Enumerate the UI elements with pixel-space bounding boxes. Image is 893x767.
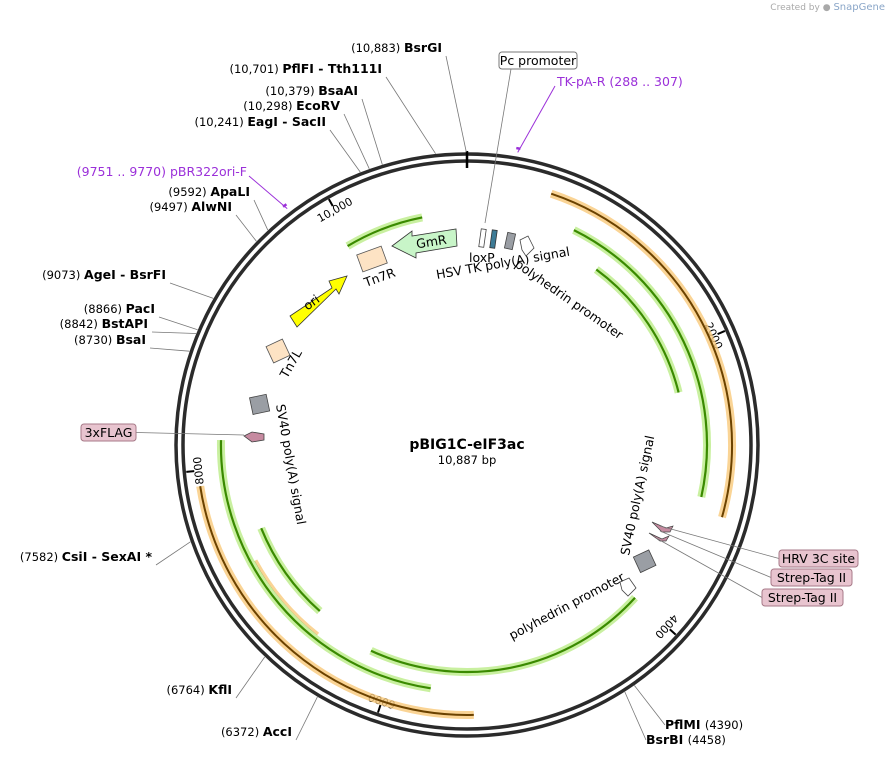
site-label[interactable]: (8866) PacI xyxy=(84,301,155,316)
orf-arc-left[interactable] xyxy=(199,486,474,716)
site-connector-line xyxy=(158,316,198,331)
sv40-right-feature[interactable]: SV40 poly(A) signal xyxy=(617,434,657,574)
polyhedrin-bottom-feature[interactable]: polyhedrin promoter xyxy=(506,569,637,643)
green-arc-right-small[interactable] xyxy=(595,268,680,393)
snapgene-logo-icon: ● xyxy=(822,3,831,13)
site-label[interactable]: (6372) AccI xyxy=(221,724,292,739)
feature-label-text: 3xFLAG xyxy=(85,425,133,440)
feature-label-text: Pc promoter xyxy=(500,53,577,68)
sv40-right-label: SV40 poly(A) signal xyxy=(617,434,657,557)
green-arc-left-large[interactable] xyxy=(219,440,431,690)
site-connector-line xyxy=(151,331,197,334)
feature-label-box[interactable] xyxy=(498,51,578,70)
tick-mark xyxy=(717,329,726,336)
site-label[interactable]: (8842) BstAPI xyxy=(60,316,148,331)
site-connector-line xyxy=(149,347,190,352)
site-connector-line xyxy=(385,76,436,154)
tick-mark xyxy=(377,704,382,713)
site-label[interactable]: (9592) ApaLI xyxy=(168,184,250,199)
primer-labels: TK-pA-R (288 .. 307) (9751 .. 9770) pBR32… xyxy=(77,74,683,208)
snapgene-watermark: Created by ● SnapGene xyxy=(770,2,885,13)
primer-mark xyxy=(516,146,521,151)
polyhedrin-bottom-label: polyhedrin promoter xyxy=(506,569,627,643)
watermark-prefix: Created by xyxy=(770,3,820,13)
site-label[interactable]: (6764) KflI xyxy=(166,682,232,697)
site-label[interactable]: (10,298) EcoRV xyxy=(243,98,340,113)
primer-label[interactable]: TK-pA-R (288 .. 307) xyxy=(556,74,683,89)
site-connector-line xyxy=(343,113,370,169)
tn7r-feature[interactable]: Tn7R xyxy=(356,245,398,290)
loxp-feature[interactable]: loxP xyxy=(469,228,495,265)
feature-label-box[interactable] xyxy=(761,588,844,607)
sv40-left-label: SV40 poly(A) signal xyxy=(273,403,309,526)
primer-connector xyxy=(248,175,288,209)
tick-label: 8000 xyxy=(191,456,207,485)
watermark-brand: SnapGene xyxy=(833,2,885,13)
gmr-label: GmR xyxy=(415,232,448,252)
site-connector-line xyxy=(169,282,214,299)
feature-label-text: Strep-Tag II xyxy=(768,590,837,605)
primer-mark xyxy=(282,203,288,208)
site-label[interactable]: (8730) BsaI xyxy=(74,332,146,347)
loxp-label: loxP xyxy=(469,250,495,265)
feature-connector xyxy=(659,525,780,559)
feature-connector xyxy=(659,530,772,578)
site-connector-line xyxy=(155,541,191,566)
site-connector-line xyxy=(634,685,666,726)
green-arc-left-small[interactable] xyxy=(260,527,321,612)
site-label[interactable]: (9073) AgeI - BsrFI xyxy=(42,267,166,282)
site-label[interactable]: (9497) AlwNI xyxy=(149,199,232,214)
green-arrow-arcs xyxy=(216,213,712,693)
plasmid-name: pBIG1C-eIF3ac xyxy=(409,437,524,453)
feature-connector xyxy=(655,537,763,598)
primer-label[interactable]: (9751 .. 9770) pBR322ori-F xyxy=(77,164,247,179)
feature-label-text: Strep-Tag II xyxy=(777,570,846,585)
feature-label-box[interactable] xyxy=(770,568,853,587)
green-arc-bottom[interactable] xyxy=(370,596,636,674)
feature-label-text: HRV 3C site xyxy=(782,551,855,566)
site-label[interactable]: (10,883) BsrGI xyxy=(351,40,442,55)
site-label[interactable]: (7582) CsiI - SexAI * xyxy=(20,549,153,564)
site-connector-line xyxy=(235,656,266,699)
tick-mark xyxy=(327,198,334,207)
sv40-left-feature[interactable]: SV40 poly(A) signal xyxy=(249,393,310,526)
tn7l-feature[interactable]: Tn7L xyxy=(265,338,305,381)
primer-connector xyxy=(517,85,556,153)
polyhedrin-top-label: polyhedrin promoter xyxy=(512,256,627,342)
restriction-sites-right: PflMI (4390)BsrBI (4458) xyxy=(646,717,743,747)
site-connector-line xyxy=(445,55,467,153)
green-arc-top[interactable] xyxy=(347,216,423,248)
feature-connector xyxy=(484,68,512,224)
site-connector-line xyxy=(235,214,257,242)
site-label[interactable]: (10,701) PflFI - Tth111I xyxy=(229,61,382,76)
site-connector-line xyxy=(253,199,269,231)
tick-mark xyxy=(669,628,677,636)
site-connector-line xyxy=(295,696,318,741)
site-connectors xyxy=(135,55,780,741)
feature-label-box[interactable] xyxy=(778,549,859,568)
feature-connector xyxy=(135,432,245,436)
site-connector-line xyxy=(624,691,647,741)
ori-feature[interactable]: ori xyxy=(289,275,348,328)
site-label[interactable]: (10,379) BsaAI xyxy=(265,83,358,98)
green-arc-right-large[interactable] xyxy=(573,229,709,498)
restriction-sites-left: (10,883) BsrGI (10,701) PflFI - Tth111I (1… xyxy=(20,40,442,739)
plasmid-length: 10,887 bp xyxy=(438,453,497,467)
site-label[interactable]: (10,241) EagI - SacII xyxy=(195,114,327,129)
orf-arc-right[interactable] xyxy=(550,192,733,518)
site-connector-line xyxy=(361,98,383,165)
site-label[interactable]: BsrBI (4458) xyxy=(646,732,726,747)
flag-tag-shape[interactable] xyxy=(243,431,265,443)
site-connector-line xyxy=(329,129,361,173)
tick-mark xyxy=(186,470,195,473)
feature-label-box[interactable] xyxy=(80,423,137,442)
site-label[interactable]: PflMI (4390) xyxy=(665,717,743,732)
gmr-feature[interactable]: GmR xyxy=(391,228,458,259)
